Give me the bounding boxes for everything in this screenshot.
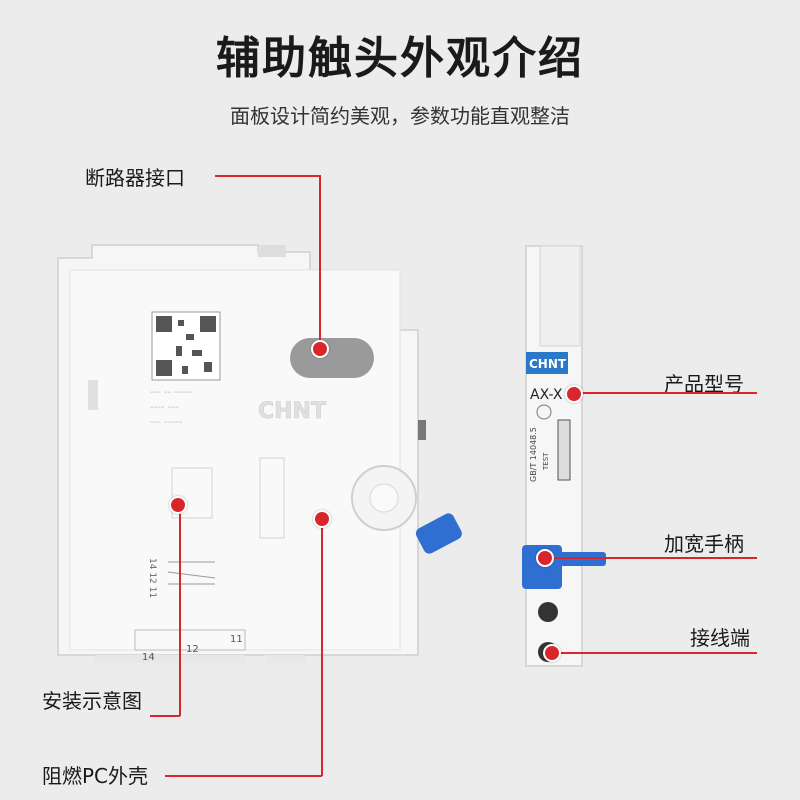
label-breaker-interface: 断路器接口 [85, 166, 185, 190]
marker-product-model [565, 385, 583, 403]
brand-badge-text: CHNT [529, 357, 567, 371]
leader-terminal [552, 652, 757, 654]
leader-install-diagram-v [179, 505, 181, 716]
side-blue-handle [415, 513, 462, 554]
qr-code [151, 311, 221, 381]
marker-breaker-interface [311, 340, 329, 358]
standard-text: GB/T 14048.5 [529, 427, 538, 482]
label-flame-retardant-shell: 阻燃PC外壳 [42, 764, 149, 788]
leader-breaker-interface-v [319, 175, 321, 347]
leader-flame-retardant-shell-v [321, 520, 323, 776]
terminal-12: 12 [186, 644, 199, 655]
leader-flame-retardant-shell-h [165, 775, 322, 777]
page-subtitle: 面板设计简约美观，参数功能直观整洁 [230, 104, 570, 128]
terminal-screw-upper [538, 602, 558, 622]
svg-text:---- ---: ---- --- [150, 402, 179, 413]
test-text: TEST [542, 452, 550, 471]
svg-text:--- -----: --- ----- [150, 417, 182, 428]
marker-flame-retardant-shell [313, 510, 331, 528]
terminal-14: 14 [142, 652, 155, 663]
marker-terminal [543, 644, 561, 662]
marker-widened-handle [536, 549, 554, 567]
label-widened-handle: 加宽手柄 [664, 532, 744, 556]
brand-badge [526, 352, 568, 374]
leader-product-model [572, 392, 757, 394]
leader-widened-handle [545, 557, 757, 559]
leader-install-diagram-h [150, 715, 180, 717]
label-terminal: 接线端 [690, 626, 750, 650]
leader-breaker-interface-h [215, 175, 320, 177]
embossed-brand: CHNT [258, 399, 326, 424]
svg-text:--- -- -----: --- -- ----- [150, 387, 193, 398]
label-install-diagram: 安装示意图 [42, 689, 142, 713]
model-text: AX-X [530, 387, 563, 403]
diagram-terminals: 14 12 11 [147, 558, 157, 598]
terminal-11: 11 [230, 634, 243, 645]
page-title: 辅助触头外观介绍 [216, 33, 584, 84]
marker-install-diagram [169, 496, 187, 514]
